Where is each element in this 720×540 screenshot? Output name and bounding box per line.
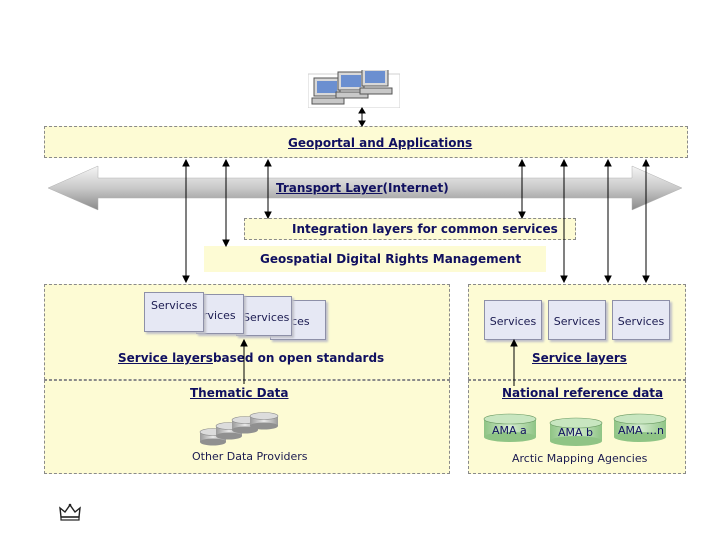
agency-label-b: AMA b (558, 426, 594, 439)
agency-label-a: AMA a (492, 424, 527, 437)
geoportal-band (44, 126, 688, 158)
left-service-layers-text: Service layers (118, 351, 213, 365)
integration-band (244, 218, 576, 240)
crown-icon (58, 502, 82, 522)
left-service-layers-suffix: based on open standards (212, 351, 385, 365)
right-service-tile-1: Services (484, 300, 542, 340)
other-data-providers-label: Other Data Providers (192, 450, 308, 463)
rights-title: Geospatial Digital Rights Management (260, 252, 522, 266)
rights-band (204, 246, 546, 272)
geoportal-title: Geoportal and Applications (288, 136, 473, 150)
transport-title-text: Transport Layer (276, 181, 383, 195)
right-service-tile-3: Services (612, 300, 670, 340)
agency-cylinders (483, 413, 667, 446)
transport-title: Transport Layer (Internet) (276, 181, 449, 195)
right-service-tile-2: Services (548, 300, 606, 340)
thematic-data-title: Thematic Data (190, 386, 289, 400)
computer-link-arrow (358, 107, 366, 127)
transport-title-suffix: (Internet) (382, 181, 449, 195)
left-service-layers-title: Service layers based on open standards (118, 351, 384, 365)
agency-label-n: AMA …n (618, 424, 665, 437)
arctic-mapping-agencies-label: Arctic Mapping Agencies (512, 452, 648, 465)
right-service-layers-title: Service layers (532, 351, 627, 365)
data-to-service-arrows (240, 338, 518, 386)
national-reference-title: National reference data (502, 386, 664, 400)
data-provider-cylinders (199, 412, 279, 446)
integration-title: Integration layers for common services (292, 222, 558, 236)
computer-workstations-icon (307, 67, 401, 109)
left-service-tile-3: Services (236, 296, 292, 336)
transport-pipe (47, 165, 683, 211)
left-service-tile-1: Services (144, 292, 204, 332)
vertical-link-arrows (182, 158, 650, 284)
